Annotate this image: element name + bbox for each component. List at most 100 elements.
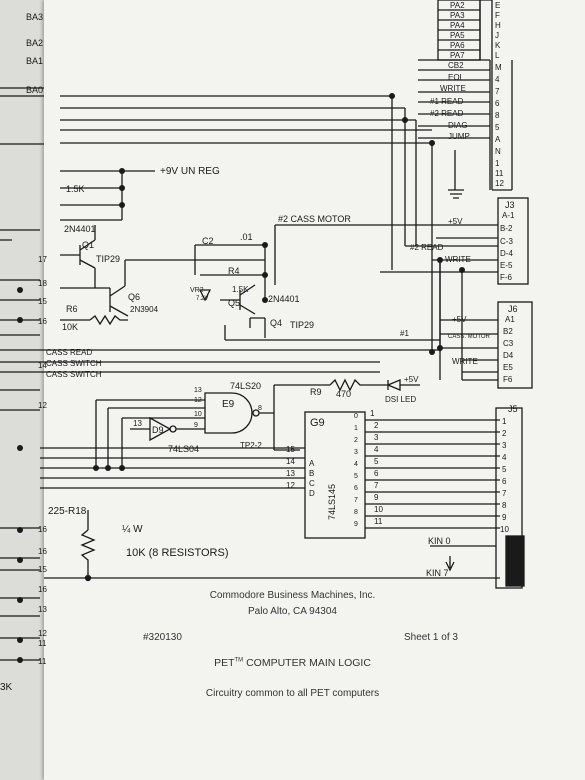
j6-pin-5: E5	[503, 363, 513, 372]
label-tip29-a: TIP29	[96, 254, 120, 264]
g9-pin-1: 1	[370, 409, 375, 418]
label-j5: J5	[508, 404, 518, 414]
j5-pin-6: 6	[502, 477, 507, 486]
j5-pin-3: 3	[502, 441, 507, 450]
g9-pin-6: 6	[374, 469, 379, 478]
g9-out-0: 0	[354, 413, 358, 420]
left-num-1: 17	[38, 255, 47, 264]
label-r9-value: 470	[336, 389, 351, 399]
g9-out-2: 2	[354, 437, 358, 444]
g9-pin-3: 3	[374, 433, 379, 442]
j6-pin-6: F6	[503, 375, 513, 384]
label-q1: Q1	[82, 240, 94, 250]
label-mark-1: #1	[400, 329, 409, 338]
g9-out-7: 7	[354, 497, 358, 504]
j5-pin-4: 4	[502, 453, 507, 462]
label-cass-switch-b: CASS SWITCH	[46, 370, 102, 379]
g9-in-b: B	[309, 469, 314, 478]
e9-pin-10: 10	[194, 411, 202, 418]
j6-pin-1: A1	[505, 315, 515, 324]
g9-out-6: 6	[354, 485, 358, 492]
j5-pin-5: 5	[502, 465, 507, 474]
g9-pin-9: 9	[374, 493, 379, 502]
label-9v-unreg: +9V UN REG	[160, 166, 220, 177]
signal-pa4: PA4	[450, 21, 465, 30]
pin-k: K	[495, 41, 501, 50]
junction-dots	[17, 93, 465, 663]
wires	[0, 0, 533, 661]
label-r9: R9	[310, 387, 322, 397]
g9-out-9: 9	[354, 521, 358, 528]
g9-in-d: D	[309, 489, 315, 498]
document-subtitle: Circuitry common to all PET computers	[205, 688, 380, 699]
g9-pin-4: 4	[374, 445, 379, 454]
right-signal-labels: PA2 PA3 PA4 PA5 PA6 PA7 CB2 EOI WRITE #1…	[430, 1, 470, 141]
signal-pa6: PA6	[450, 41, 465, 50]
pin-h: H	[495, 21, 501, 30]
left-num-13: 11	[38, 639, 47, 648]
trademark-mark: TM	[234, 657, 244, 664]
label-kin7: KIN 7	[426, 568, 449, 578]
label-r6-value: 10K	[62, 322, 78, 332]
signal-write: WRITE	[440, 84, 466, 93]
e9-pin-12: 12	[194, 397, 202, 404]
label-plus5v-c: +5V	[404, 375, 419, 384]
title-pre: PET	[214, 657, 235, 669]
j3-pin-1: A-1	[502, 211, 515, 220]
left-num-5: 14	[38, 361, 47, 370]
label-vr2-value: 7.2V	[196, 296, 208, 302]
label-q4-part: TIP29	[290, 320, 314, 330]
g9-out-4: 4	[354, 461, 358, 468]
j3-pin-6: F-6	[500, 273, 513, 282]
signal-pa2: PA2	[450, 1, 465, 10]
label-q4: Q4	[270, 318, 282, 328]
pin-6: 6	[495, 99, 500, 108]
left-sheet-labels: BA3 BA2 BA1 BA0	[26, 12, 43, 95]
sheet-number: Sheet 1 of 3	[404, 632, 458, 643]
j5-pin-1: 1	[502, 417, 507, 426]
g9-out-5: 5	[354, 473, 358, 480]
j6-pin-2: B2	[503, 327, 513, 336]
label-ba1: BA1	[26, 56, 43, 66]
j3-pin-4: D-4	[500, 249, 513, 258]
label-cass-read: CASS READ	[46, 348, 92, 357]
signal-cb2: CB2	[448, 61, 464, 70]
label-cass-switch-a: CASS SWITCH	[46, 359, 102, 368]
label-r18-watt: ¼ W	[122, 523, 143, 535]
g9-out-3: 3	[354, 449, 358, 456]
company-address: Palo Alto, CA 94304	[248, 606, 337, 617]
left-num-2: 18	[38, 279, 47, 288]
label-j6: J6	[508, 304, 518, 314]
left-num-9: 15	[38, 565, 47, 574]
pin-e: E	[495, 1, 500, 10]
signal-pa3: PA3	[450, 11, 465, 20]
g9-pin-12: 12	[286, 481, 295, 490]
j3-pin-5: E-5	[500, 261, 513, 270]
d9-pin-13: 13	[133, 419, 142, 428]
pin-7: 7	[495, 87, 500, 96]
document-title: PETTM COMPUTER MAIN LOGIC	[0, 657, 585, 669]
signal-1-read: #1 READ	[430, 97, 464, 106]
left-num-11: 13	[38, 605, 47, 614]
j5-pin-8: 8	[502, 501, 507, 510]
label-kin0: KIN 0	[428, 536, 451, 546]
label-r4-value: 1.5K	[232, 285, 249, 294]
e9-pin-8: 8	[258, 405, 262, 412]
label-3k: 3K	[0, 682, 13, 693]
g9-in-a: A	[309, 459, 315, 468]
label-74ls20: 74LS20	[230, 381, 261, 391]
label-ba3: BA3	[26, 12, 43, 22]
label-r18-desc: 10K (8 RESISTORS)	[126, 547, 229, 559]
label-1k5: 1.5K	[66, 184, 85, 194]
j5-pin-9: 9	[502, 513, 507, 522]
g9-pin-11: 11	[374, 517, 383, 526]
company-name: Commodore Business Machines, Inc.	[209, 590, 376, 601]
signal-2-read: #2 READ	[430, 109, 464, 118]
signal-eoi: EOI	[448, 73, 462, 82]
label-q6: Q6	[128, 292, 140, 302]
label-c2-value: .01	[240, 232, 253, 242]
pin-f: F	[495, 11, 500, 20]
component-labels: +9V UN REG 1.5K 2N4401 Q1 TIP29 #2 CASS …	[0, 166, 518, 693]
j3-pin-3: C-3	[500, 237, 513, 246]
